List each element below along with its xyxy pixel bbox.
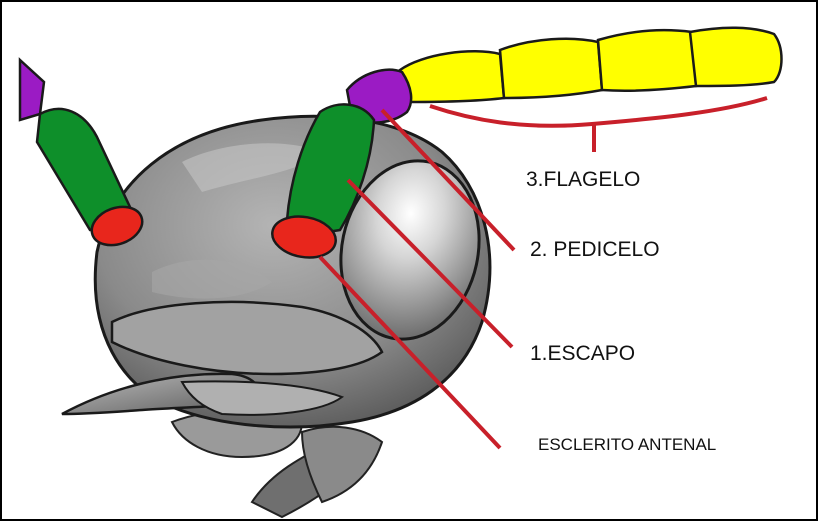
label-pedicelo: 2. PEDICELO <box>530 238 660 261</box>
esclerito-segment <box>271 215 337 259</box>
escapo-leader-line <box>346 178 514 349</box>
clypeus <box>110 300 384 376</box>
right-antenna <box>271 26 783 259</box>
pedicelo-leader-line <box>380 108 516 252</box>
escapo-segment <box>285 103 376 233</box>
label-escapo: 1.ESCAPO <box>530 342 636 365</box>
label-esclerito-antenal: ESCLERITO ANTENAL <box>538 435 717 454</box>
label-flagelo: 3.FLAGELO <box>526 168 641 191</box>
flagelo-bracket <box>429 96 768 128</box>
esclerito-leader-line <box>318 255 502 450</box>
left-antenna <box>18 57 144 247</box>
flagelo-segments <box>398 26 783 104</box>
